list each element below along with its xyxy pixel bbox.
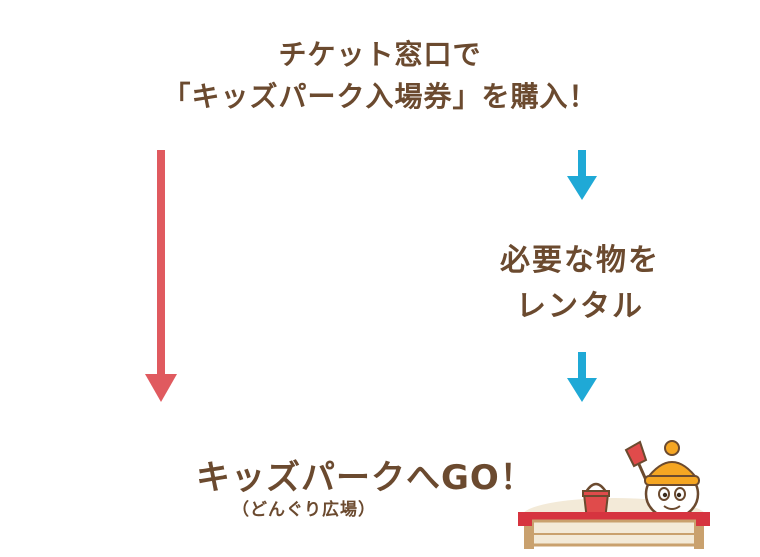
down-arrow-blue-icon (567, 352, 597, 402)
step1-text: チケット窓口で 「キッズパーク入場券」を購入！ (0, 34, 760, 118)
sandbox-mascot-illustration (518, 440, 710, 549)
goal-subtitle: （どんぐり広場） (232, 500, 376, 520)
step2-line2: レンタル (516, 289, 644, 324)
mascot-icon (644, 440, 700, 520)
step2-text: 必要な物を レンタル (470, 238, 690, 330)
down-arrow-red-icon (145, 150, 177, 402)
goal-title: キッズパークへGO！ (196, 458, 535, 498)
step2-line1: 必要な物を (500, 243, 660, 278)
step1-line2: 「キッズパーク入場券」を購入！ (162, 80, 598, 113)
step1-line1: チケット窓口で (278, 38, 482, 71)
down-arrow-blue-icon (567, 150, 597, 200)
